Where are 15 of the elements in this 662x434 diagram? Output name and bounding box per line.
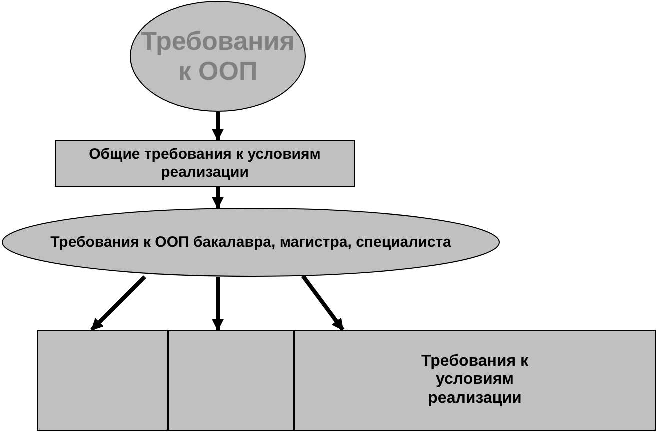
- ellipse-node: [130, 1, 306, 112]
- ellipse-node: [2, 208, 500, 277]
- node-label: Общие требования к условиям реализации: [88, 146, 322, 181]
- node-label: Требования к ООП бакалавра, магистра, специалиста: [50, 234, 452, 252]
- arrow: [212, 112, 224, 142]
- process-box: [168, 330, 294, 431]
- arrow: [212, 187, 224, 210]
- node-label: Требования к условиям реализации: [421, 352, 529, 408]
- process-box: [37, 330, 168, 431]
- arrow: [301, 274, 345, 332]
- process-box: [55, 140, 355, 187]
- arrow: [90, 276, 146, 332]
- node-label: Требования к ООП: [140, 26, 296, 86]
- arrow: [212, 277, 224, 332]
- process-box: [294, 330, 656, 431]
